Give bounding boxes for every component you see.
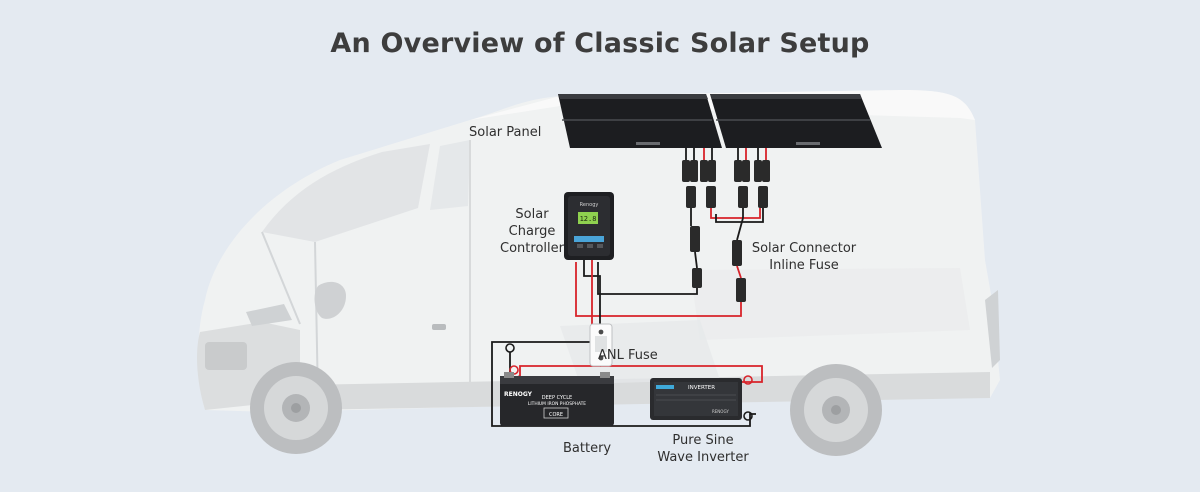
rear-wheel [790,364,882,456]
battery-label-line1: DEEP CYCLE [542,395,572,401]
label-charge-controller-line1: Solar [515,207,549,222]
label-charge-controller-line2: Charge [508,224,556,239]
battery [500,372,614,426]
label-solar-connector-line1: Solar Connector [751,241,857,256]
inverter-name: INVERTER [688,385,715,391]
controller-screen-value: 12.8 [580,215,597,223]
mc4-connectors [682,160,770,302]
controller-brand: Renogy [580,202,599,208]
battery-label-line2: LITHIUM IRON PHOSPHATE [528,401,586,407]
ring-terminal [743,375,753,385]
windshield [262,144,430,242]
label-charge-controller-line3: Controller [500,241,564,256]
battery-badge-box [543,407,569,419]
solar-panel-right [710,94,882,148]
rear-light [985,290,1000,368]
label-charge-controller: Solar Charge Controller [500,206,564,257]
front-wheel [250,362,342,454]
label-battery: Battery [563,441,612,456]
page-title: An Overview of Classic Solar Setup [330,28,870,59]
charge-controller [564,192,614,260]
label-inverter-line1: Pure Sine [672,433,734,448]
anl-fuse [589,323,613,367]
inverter-brand: RENOGY [712,409,729,414]
label-solar-panel: Solar Panel [469,125,542,140]
door-handle [432,324,446,330]
side-window [430,140,470,210]
label-solar-connector-line2: Inline Fuse [769,258,839,273]
label-inverter-line2: Wave Inverter [657,450,749,465]
battery-brand: RENOGY [504,391,533,398]
label-inverter: Pure Sine Wave Inverter [648,432,758,466]
solar-panel-left [558,94,722,148]
label-anl-fuse: ANL Fuse [598,348,658,363]
label-solar-connector: Solar Connector Inline Fuse [744,240,864,274]
headlight [246,304,292,326]
side-mirror [314,281,346,319]
ring-terminal [743,411,753,421]
grille [205,342,247,370]
solar-panel-array [558,94,882,148]
battery-badge: CORE [549,412,563,418]
controller-screen [578,212,598,224]
array-wiring [575,208,764,317]
ring-terminal [505,343,515,353]
inverter [650,378,742,420]
